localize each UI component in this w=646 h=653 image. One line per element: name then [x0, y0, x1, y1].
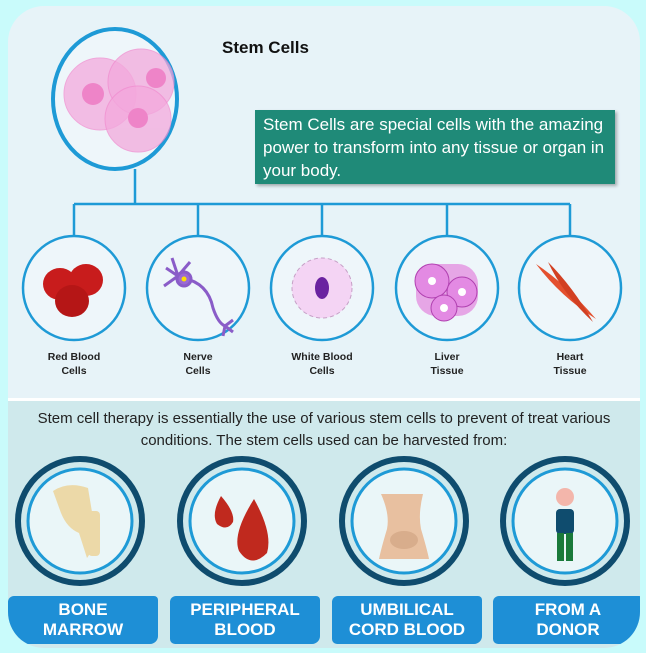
label-line: Liver	[434, 351, 460, 363]
label-line: Tissue	[430, 365, 464, 377]
label-line: Cells	[61, 365, 87, 377]
page-title: Stem Cells	[222, 38, 309, 57]
person-icon	[556, 488, 574, 561]
belly-icon	[379, 494, 429, 559]
label-line: Cells	[185, 365, 211, 377]
label-line: Tissue	[553, 365, 587, 377]
white-blood-cell-icon	[291, 257, 353, 319]
banner-line: FROM A	[534, 600, 602, 619]
banner-line: DONOR	[536, 620, 600, 639]
label-line: Heart	[556, 351, 584, 363]
stem-cell-icon	[51, 27, 179, 171]
banner-line: MARROW	[42, 620, 124, 639]
definition-box: Stem Cells are special cells with the am…	[255, 110, 615, 184]
label-line: Red Blood	[47, 351, 101, 363]
nerve-cell-icon	[163, 257, 234, 337]
bone-icon	[53, 485, 100, 558]
diagram-graphics	[15, 27, 630, 586]
heart-tissue-icon	[536, 262, 596, 322]
banner-line: BONE	[58, 600, 108, 619]
label-line: Nerve	[183, 351, 213, 363]
cell-circle	[145, 234, 251, 342]
source-circle	[177, 456, 307, 586]
banner-line: BLOOD	[214, 620, 276, 639]
red-blood-cells-icon	[43, 264, 103, 317]
banner-line: PERIPHERAL	[190, 600, 300, 619]
label-line: White Blood	[291, 351, 353, 363]
banner-line: UMBILICAL	[360, 600, 454, 619]
label-line: Cells	[309, 365, 335, 377]
banner-line: CORD BLOOD	[348, 620, 466, 639]
connector-lines	[72, 169, 572, 238]
blood-drops-icon	[214, 496, 269, 561]
infographic-card: Stem Cells Stem Cells are special cells …	[8, 6, 640, 648]
liver-tissue-icon	[414, 263, 478, 322]
intro-text: Stem cell therapy is essentially the use…	[37, 410, 611, 449]
